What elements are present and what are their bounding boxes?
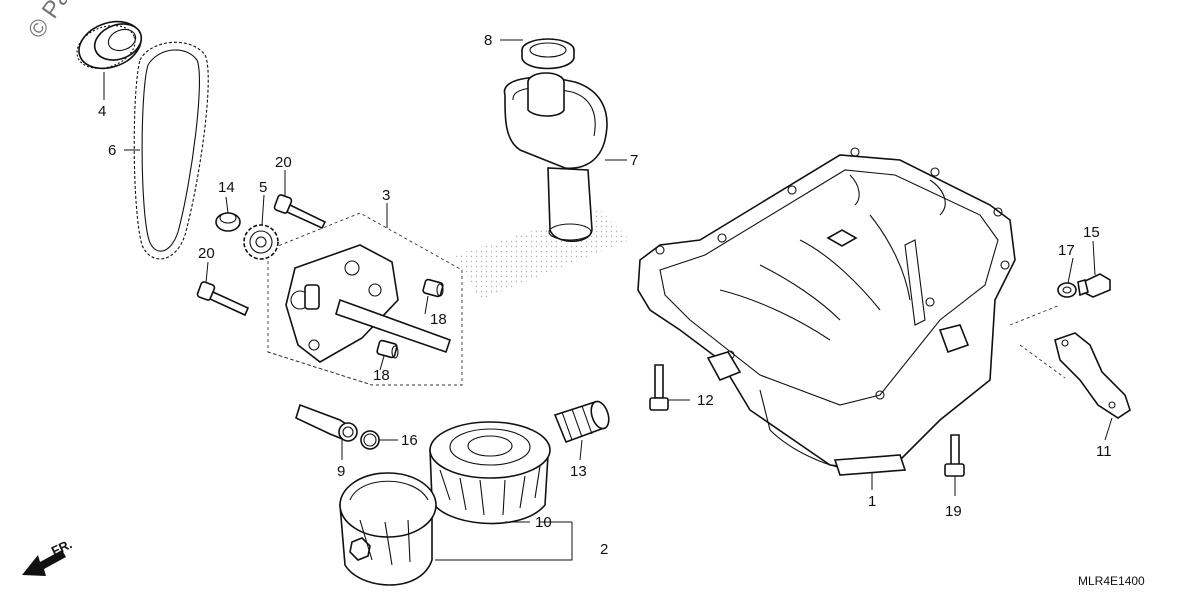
callout-16: 16: [401, 432, 418, 449]
part-oil-strainer-7: [503, 72, 608, 242]
callout-5: 5: [259, 179, 267, 196]
front-direction-label: FR.: [49, 536, 74, 558]
callout-1: 1: [868, 493, 876, 510]
oil-pump-assembly-frame: [267, 212, 463, 386]
part-sprocket-4: [76, 20, 143, 70]
callout-18-lower: 18: [373, 367, 390, 384]
drawing-code: MLR4E1400: [1078, 574, 1145, 588]
part-bolt-12: [649, 364, 669, 411]
front-direction-indicator: FR.: [22, 536, 74, 576]
part-bolt-20-lower: [196, 281, 250, 317]
part-bracket-11: [1054, 332, 1131, 419]
part-o-ring-16: [360, 430, 380, 450]
part-washer-17: [1057, 282, 1077, 298]
part-oil-pan-1: [637, 147, 1016, 476]
part-relief-valve-9: [295, 403, 358, 442]
callout-12: 12: [697, 392, 714, 409]
callout-4: 4: [98, 103, 106, 120]
copyright-watermark: © Par: [23, 0, 81, 43]
part-oil-pump-body: [285, 244, 452, 363]
callout-6: 6: [108, 142, 116, 159]
part-oil-filter-10-front: [339, 472, 437, 586]
part-drive-chain-6: [133, 41, 209, 260]
callout-18-upper: 18: [430, 311, 447, 328]
part-bolt-15: [1077, 273, 1111, 298]
part-dowel-pin-18-upper: [422, 278, 444, 298]
callout-8: 8: [484, 32, 492, 49]
callout-20-upper: 20: [275, 154, 292, 171]
part-threaded-joint-13: [553, 400, 610, 444]
callout-9: 9: [337, 463, 345, 480]
callout-14: 14: [218, 179, 235, 196]
callout-10: 10: [535, 514, 552, 531]
dotted-guide-region: [455, 210, 630, 300]
callout-19: 19: [945, 503, 962, 520]
front-arrow-icon: [22, 550, 66, 576]
part-pump-sprocket-5: [243, 224, 279, 260]
callout-17: 17: [1058, 242, 1075, 259]
part-oil-filter-10-rear: [429, 421, 551, 525]
callout-11: 11: [1096, 443, 1112, 460]
callout-15: 15: [1083, 224, 1100, 241]
callout-3: 3: [382, 187, 390, 204]
part-collar-14: [215, 212, 241, 232]
callout-20-lower: 20: [198, 245, 215, 262]
part-bolt-19: [944, 434, 965, 477]
part-cap-8: [521, 38, 575, 70]
part-dowel-pin-18-lower: [376, 339, 399, 359]
callout-13: 13: [570, 463, 587, 480]
callout-7: 7: [630, 152, 638, 169]
leader-lines: [103, 39, 1113, 561]
callout-2: 2: [600, 541, 608, 558]
part-bolt-20-upper: [273, 194, 327, 230]
